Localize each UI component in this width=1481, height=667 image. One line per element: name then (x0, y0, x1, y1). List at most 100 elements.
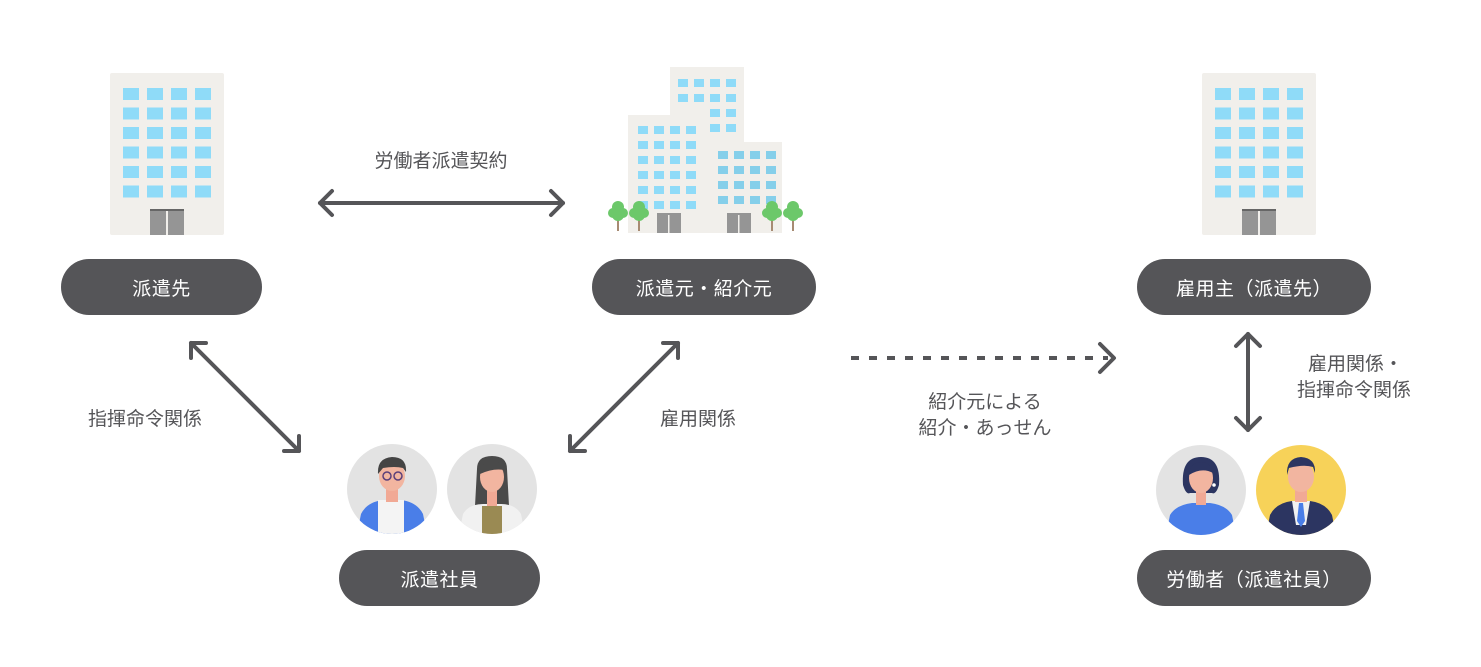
window (1287, 107, 1303, 120)
window (195, 107, 211, 120)
relation-label-line2: 指揮命令関係 (1297, 379, 1412, 401)
window (654, 141, 664, 149)
window (1263, 88, 1279, 100)
tree-icon (629, 201, 649, 231)
office-building-icon (110, 73, 224, 235)
window (171, 107, 187, 120)
window (670, 156, 680, 164)
window (1263, 107, 1279, 120)
dispatched-worker-pill: 派遣社員 (339, 550, 540, 606)
worker-pill: 労働者（派遣社員） (1137, 550, 1371, 606)
window (654, 156, 664, 164)
window (686, 171, 696, 179)
window (1215, 166, 1231, 178)
window (123, 185, 139, 198)
window (766, 151, 776, 159)
man-glasses-avatar-icon (347, 444, 437, 534)
window (654, 126, 664, 134)
window (750, 181, 760, 189)
window (694, 94, 704, 102)
window (147, 146, 163, 159)
window (123, 107, 139, 120)
window (1239, 166, 1255, 178)
window (750, 196, 760, 204)
window (686, 186, 696, 194)
window (726, 94, 736, 102)
window (195, 166, 211, 178)
window (1287, 166, 1303, 178)
window (1239, 146, 1255, 159)
window (670, 141, 680, 149)
window (686, 201, 696, 209)
window (147, 107, 163, 120)
window (670, 201, 680, 209)
tree-icon (608, 201, 628, 231)
window (1215, 88, 1231, 100)
dispatch-agency-pill: 派遣元・紹介元 (592, 259, 816, 315)
woman-short-hair-avatar-icon (1156, 445, 1246, 535)
window (694, 79, 704, 87)
referral-label-line1: 紹介元による (928, 391, 1042, 413)
window (686, 141, 696, 149)
window (1287, 185, 1303, 198)
window (734, 166, 744, 174)
man-suit-avatar-icon (1256, 445, 1346, 535)
window (1239, 127, 1255, 139)
window (123, 166, 139, 178)
window (195, 185, 211, 198)
window (195, 146, 211, 159)
window (1263, 185, 1279, 198)
window (123, 88, 139, 100)
window (638, 126, 648, 134)
window (710, 124, 720, 132)
window (710, 94, 720, 102)
command-relation-label: 指揮命令関係 (88, 408, 203, 430)
window (654, 171, 664, 179)
window (750, 151, 760, 159)
window (726, 124, 736, 132)
window (1287, 88, 1303, 100)
window (766, 166, 776, 174)
window (654, 201, 664, 209)
window (670, 171, 680, 179)
window (1239, 185, 1255, 198)
window (123, 127, 139, 139)
window (750, 166, 760, 174)
window (654, 186, 664, 194)
window (734, 151, 744, 159)
window (686, 126, 696, 134)
window (670, 186, 680, 194)
dispatch-contract-label: 労働者派遣契約 (374, 150, 508, 172)
window (734, 181, 744, 189)
window (638, 141, 648, 149)
office-complex-icon (608, 67, 803, 233)
window (1263, 127, 1279, 139)
window (718, 181, 728, 189)
window (1239, 88, 1255, 100)
window (686, 156, 696, 164)
window (195, 88, 211, 100)
window (734, 196, 744, 204)
window (1287, 127, 1303, 139)
tree-icon (783, 201, 803, 231)
window (1215, 146, 1231, 159)
window (726, 79, 736, 87)
window (710, 109, 720, 117)
window (171, 185, 187, 198)
woman-long-hair-avatar-icon (447, 444, 537, 534)
window (638, 186, 648, 194)
window (638, 156, 648, 164)
window (1215, 185, 1231, 198)
relation-label-line1: 雇用関係・ (1308, 353, 1404, 375)
window (638, 171, 648, 179)
window (171, 166, 187, 178)
window (1215, 107, 1231, 120)
window (171, 88, 187, 100)
office-building-icon (1202, 73, 1316, 235)
client-company-pill: 派遣先 (61, 259, 262, 315)
window (1263, 146, 1279, 159)
